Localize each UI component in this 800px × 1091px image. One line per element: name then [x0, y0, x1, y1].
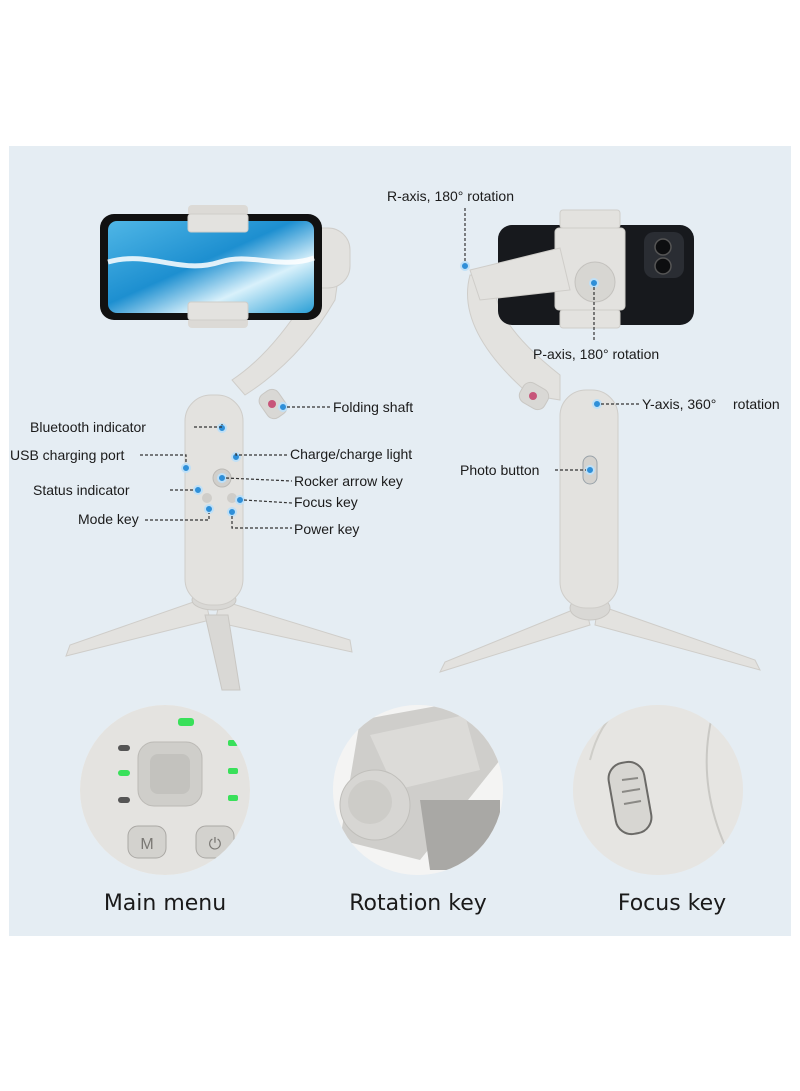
back-view-leader-lines — [464, 208, 640, 471]
closeup-focus-key — [573, 705, 743, 875]
main-menu-caption: Main menu — [104, 891, 226, 916]
focus-key-caption: Focus key — [618, 891, 726, 916]
usb-charging-port-label: USB charging port — [10, 447, 125, 463]
front-view-leader-lines — [140, 406, 330, 529]
mode-key-closeup — [127, 825, 167, 859]
mode-key-letter: M — [140, 836, 153, 853]
focus-key-closeup — [607, 760, 653, 836]
back-view-gimbal — [439, 209, 761, 673]
closeup-main-menu: M ⏻ — [80, 705, 250, 875]
r-axis-label: R-axis, 180° rotation — [387, 188, 514, 204]
status-led — [178, 718, 194, 726]
closeup-rotation-key — [333, 705, 503, 875]
focus-key-label: Focus key — [294, 494, 358, 510]
front-view-gimbal — [65, 205, 353, 691]
rotation-knob — [348, 780, 392, 824]
folding-shaft-label: Folding shaft — [333, 399, 413, 415]
rocker-arrow-key-label: Rocker arrow key — [294, 473, 403, 489]
back-handle — [559, 389, 619, 609]
photo-button-label: Photo button — [460, 462, 539, 478]
y-axis-label: Y-axis, 360° — [642, 396, 716, 412]
y-axis-rotation-label: rotation — [733, 396, 780, 412]
p-axis-label: P-axis, 180° rotation — [533, 346, 659, 362]
power-key-label: Power key — [294, 521, 359, 537]
status-indicator-label: Status indicator — [33, 482, 130, 498]
callout-labels: Folding shaft Bluetooth indicator USB ch… — [10, 188, 780, 537]
closeup-captions: Main menu Rotation key Focus key — [104, 891, 726, 916]
phone-screen-image — [108, 221, 314, 313]
power-key-symbol: ⏻ — [209, 834, 222, 853]
mode-key-label: Mode key — [78, 511, 139, 527]
folding-shaft-marker — [278, 402, 288, 412]
rotation-key-caption: Rotation key — [349, 891, 487, 916]
charge-light-label: Charge/charge light — [290, 446, 412, 462]
bluetooth-indicator-label: Bluetooth indicator — [30, 419, 146, 435]
